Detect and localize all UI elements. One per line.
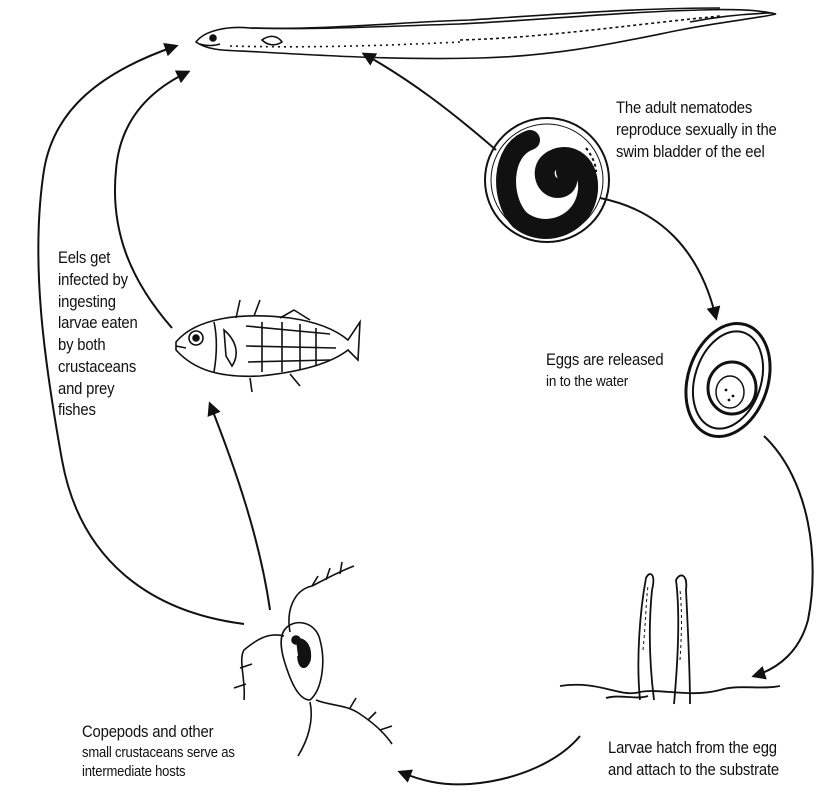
eggs-caption: Eggs are released in to the water <box>546 350 663 392</box>
eels-infection-caption: Eels get infected by ingesting larvae ea… <box>58 248 138 422</box>
arrow-larvae-to-copepod <box>400 736 580 784</box>
arrow-adult-to-egg <box>600 198 716 318</box>
larvae-illustration <box>560 574 780 704</box>
adult-nematode-caption: The adult nematodes reproduce sexually i… <box>616 98 777 163</box>
copepods-caption: Copepods and other small crustaceans ser… <box>82 722 235 782</box>
copepod-illustration <box>234 562 392 756</box>
fish-illustration <box>176 300 360 392</box>
arrow-copepod-to-fish <box>210 404 270 610</box>
eel-illustration <box>196 8 776 59</box>
adult-nematode-illustration <box>485 118 609 242</box>
arrow-adult-to-eel <box>364 54 496 150</box>
arrow-egg-to-larvae <box>754 436 813 676</box>
larvae-caption: Larvae hatch from the egg and attach to … <box>608 738 779 782</box>
egg-illustration <box>672 312 784 447</box>
